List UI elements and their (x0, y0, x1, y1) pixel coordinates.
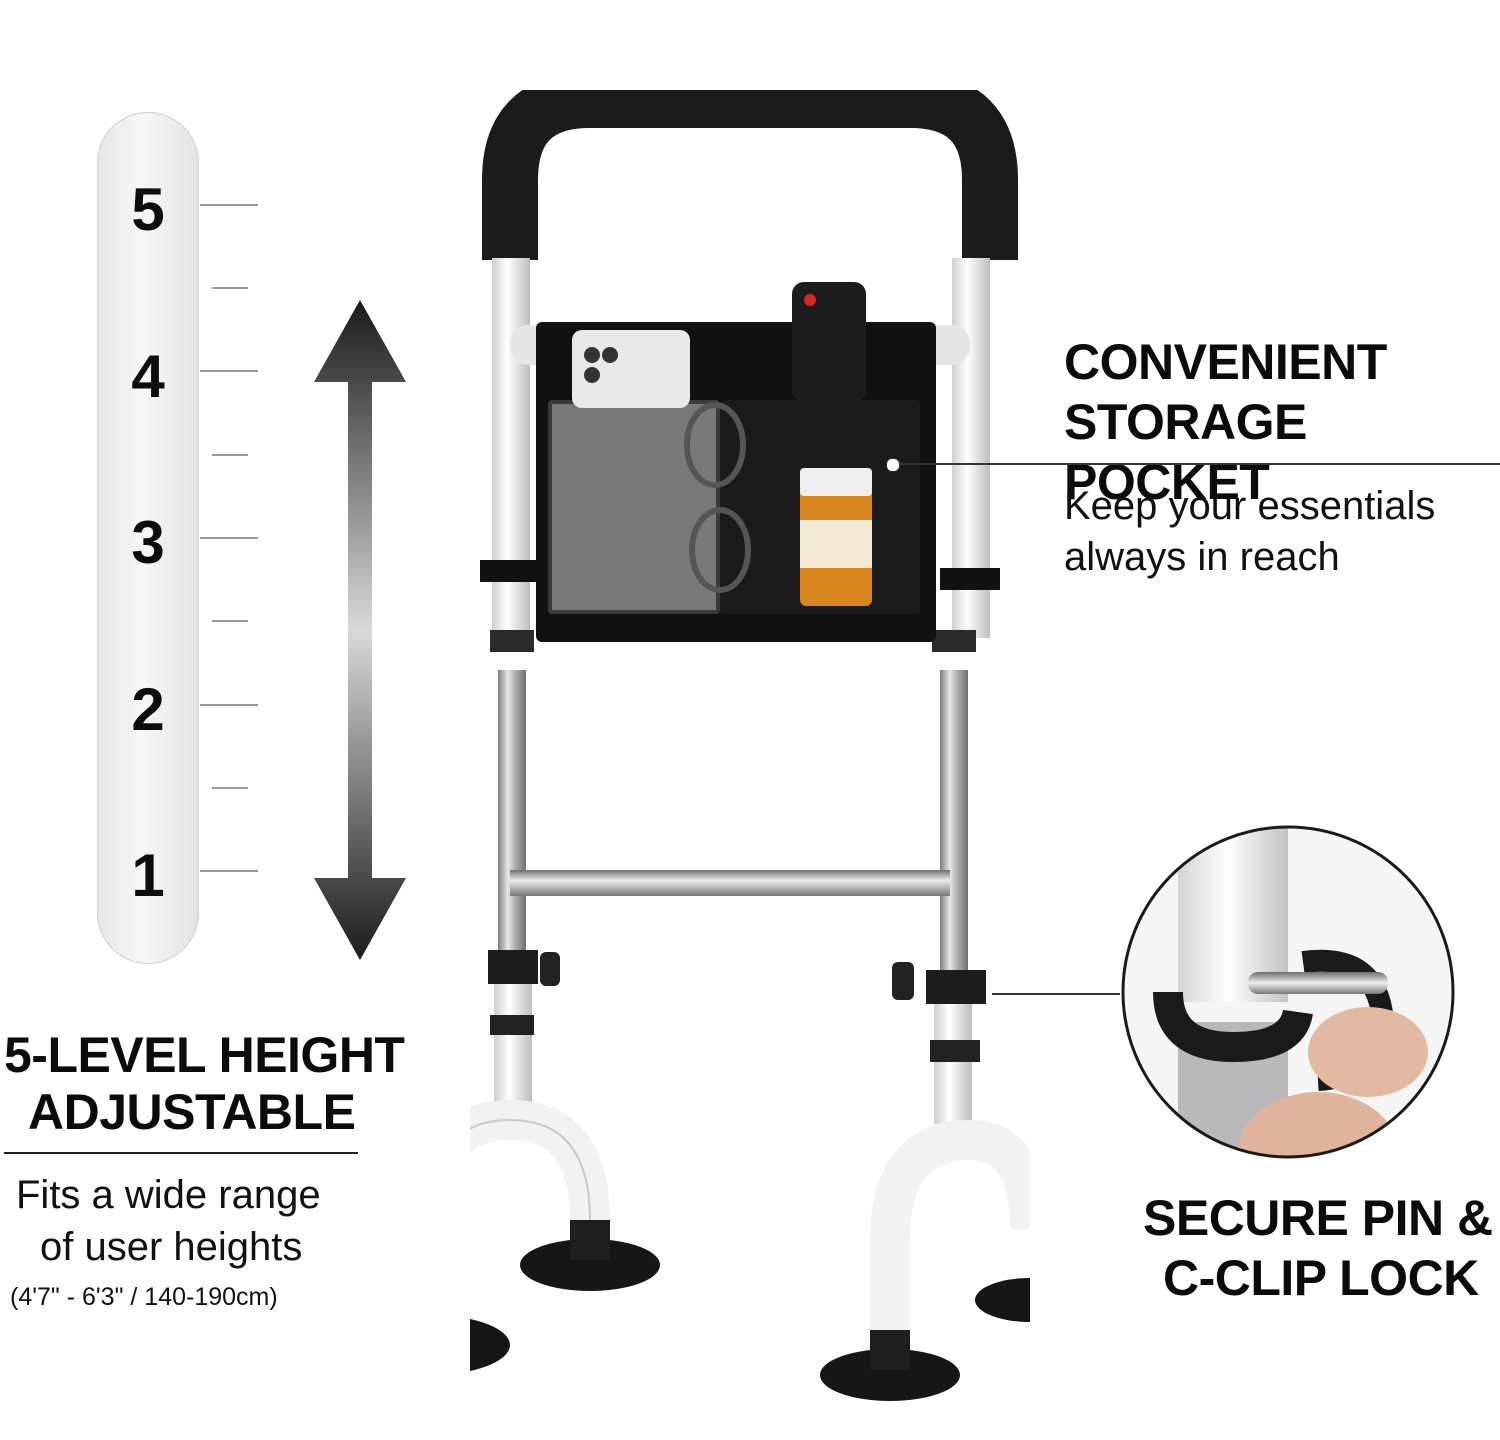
height-callout-divider (4, 1152, 358, 1154)
scale-tick (200, 704, 258, 706)
storage-callout-title-line1: CONVENIENT (1064, 334, 1387, 390)
scale-tick (200, 537, 258, 539)
scale-level-3: 3 (131, 509, 165, 576)
bed-rail-illustration (470, 90, 1030, 1401)
scale-level-4: 4 (131, 343, 165, 410)
scale-tick (212, 620, 248, 622)
double-arrow-icon (314, 300, 406, 960)
scale-level-1: 1 (131, 842, 165, 909)
scale-tick (200, 370, 258, 372)
height-callout-range: (4'7" - 6'3" / 140-190cm) (10, 1283, 278, 1311)
lock-callout-pointer-line (992, 993, 1120, 995)
height-callout-title-line1: 5-LEVEL HEIGHT (4, 1027, 405, 1083)
pin-clip-detail-zoom (1121, 825, 1455, 1159)
height-callout-desc-line1: Fits a wide range (16, 1173, 321, 1217)
lock-callout-title-line2: C-CLIP LOCK (1163, 1250, 1479, 1306)
storage-callout-desc-line2: always in reach (1064, 535, 1340, 579)
scale-tick (212, 454, 248, 456)
lock-callout-title-line1: SECURE PIN & (1143, 1190, 1493, 1246)
scale-tick (200, 204, 258, 206)
scale-tick (212, 287, 248, 289)
storage-callout-pointer-line (893, 463, 1500, 465)
scale-tick (200, 870, 258, 872)
storage-callout-pointer-dot (886, 458, 900, 472)
height-callout-title-line2: ADJUSTABLE (28, 1084, 356, 1140)
height-callout-desc-line2: of user heights (40, 1225, 303, 1269)
scale-level-5: 5 (131, 176, 165, 243)
storage-callout-desc-line1: Keep your essentials (1064, 484, 1436, 528)
scale-tick (212, 787, 248, 789)
scale-level-2: 2 (131, 676, 165, 743)
height-scale-bar (97, 112, 199, 964)
